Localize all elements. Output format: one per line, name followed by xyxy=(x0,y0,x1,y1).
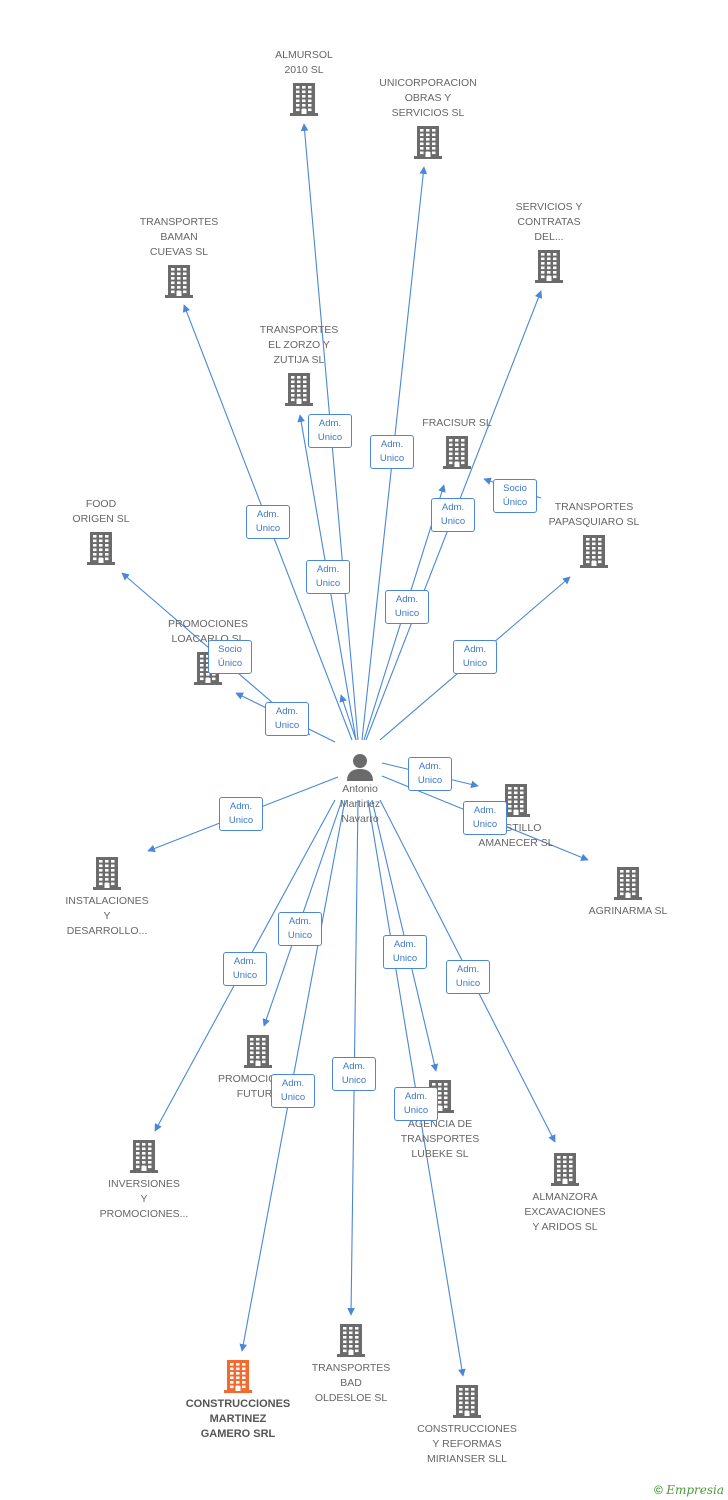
relation-label[interactable]: Socio Único xyxy=(208,640,252,674)
relation-label[interactable]: Adm. Unico xyxy=(385,590,429,624)
building-icon xyxy=(130,1140,158,1173)
company-label: AGENCIA DE TRANSPORTES LUBEKE SL xyxy=(400,1118,480,1160)
company-label: INVERSIONES Y PROMOCIONES... xyxy=(99,1178,189,1220)
brand-name[interactable]: Empresia xyxy=(666,1483,724,1497)
building-icon xyxy=(614,867,642,900)
company-node-unicorporacion[interactable]: UNICORPORACION OBRAS Y SERVICIOS SL xyxy=(368,76,488,159)
company-node-almanzora[interactable]: ALMANZORA EXCAVACIONES Y ARIDOS SL xyxy=(505,1152,625,1235)
relation-label[interactable]: Adm. Unico xyxy=(370,435,414,469)
company-label: CONSTRUCCIONES MARTINEZ GAMERO SRL xyxy=(185,1398,291,1440)
company-node-agrinarma[interactable]: AGRINARMA SL xyxy=(568,866,688,919)
company-label: TRANSPORTES PAPASQUIARO SL xyxy=(548,501,640,528)
company-label: INSTALACIONES Y DESARROLLO... xyxy=(65,895,149,937)
building-icon xyxy=(285,373,313,406)
footer-brand: © Empresia xyxy=(654,1483,724,1497)
building-icon xyxy=(290,83,318,116)
company-node-construcciones-mirianser[interactable]: CONSTRUCCIONES Y REFORMAS MIRIANSER SLL xyxy=(407,1384,527,1467)
center-person[interactable]: Antonio Martinez Navarro xyxy=(330,752,390,827)
company-node-transportes-zorzo[interactable]: TRANSPORTES EL ZORZO Y ZUTIJA SL xyxy=(239,323,359,406)
company-node-instalaciones[interactable]: INSTALACIONES Y DESARROLLO... xyxy=(47,856,167,939)
company-node-fracisur[interactable]: FRACISUR SL xyxy=(397,416,517,469)
building-icon xyxy=(244,1035,272,1068)
building-icon xyxy=(224,1360,252,1393)
building-icon xyxy=(453,1385,481,1418)
building-icon xyxy=(551,1153,579,1186)
relation-label[interactable]: Adm. Unico xyxy=(394,1087,438,1121)
building-icon xyxy=(337,1324,365,1357)
company-label: ALMANZORA EXCAVACIONES Y ARIDOS SL xyxy=(524,1191,606,1233)
building-icon xyxy=(580,535,608,568)
company-label: CONSTRUCCIONES Y REFORMAS MIRIANSER SLL xyxy=(417,1423,517,1465)
relation-label[interactable]: Adm. Unico xyxy=(408,757,452,791)
company-label: ALMURSOL 2010 SL xyxy=(275,49,333,76)
company-label: AGRINARMA SL xyxy=(588,905,668,917)
building-icon xyxy=(414,126,442,159)
relation-label[interactable]: Adm. Unico xyxy=(278,912,322,946)
building-icon xyxy=(502,784,530,817)
relation-label[interactable]: Adm. Unico xyxy=(219,797,263,831)
company-label: TRANSPORTES BAD OLDESLOE SL xyxy=(311,1362,391,1404)
edge-line xyxy=(339,694,357,741)
company-label: TRANSPORTES BAMAN CUEVAS SL xyxy=(139,216,219,258)
company-node-food-origen[interactable]: FOOD ORIGEN SL xyxy=(41,497,161,565)
relation-label[interactable]: Adm. Unico xyxy=(308,414,352,448)
company-label: FRACISUR SL xyxy=(422,417,492,429)
person-icon xyxy=(347,754,373,781)
building-icon xyxy=(443,436,471,469)
relation-label[interactable]: Adm. Unico xyxy=(332,1057,376,1091)
company-node-transportes-bad[interactable]: TRANSPORTES BAD OLDESLOE SL xyxy=(291,1323,411,1406)
company-node-promociones-futura[interactable]: PROMOCIONES FUTURA xyxy=(198,1034,318,1102)
company-label: SERVICIOS Y CONTRATAS DEL... xyxy=(515,201,583,243)
company-label: UNICORPORACION OBRAS Y SERVICIOS SL xyxy=(379,77,477,119)
company-label: FOOD ORIGEN SL xyxy=(72,498,130,525)
relation-label[interactable]: Adm. Unico xyxy=(271,1074,315,1108)
relation-label[interactable]: Socio Único xyxy=(493,479,537,513)
company-node-construcciones-gamero[interactable]: CONSTRUCCIONES MARTINEZ GAMERO SRL xyxy=(178,1359,298,1442)
company-node-transportes-baman[interactable]: TRANSPORTES BAMAN CUEVAS SL xyxy=(119,215,239,298)
company-node-inversiones[interactable]: INVERSIONES Y PROMOCIONES... xyxy=(84,1139,204,1222)
building-icon xyxy=(87,532,115,565)
relation-label[interactable]: Adm. Unico xyxy=(453,640,497,674)
copyright-mark: © xyxy=(654,1483,663,1497)
company-node-almursol[interactable]: ALMURSOL 2010 SL xyxy=(244,48,364,116)
relation-label[interactable]: Adm. Unico xyxy=(431,498,475,532)
relation-label[interactable]: Adm. Unico xyxy=(265,702,309,736)
building-icon xyxy=(165,265,193,298)
relation-label[interactable]: Adm. Unico xyxy=(246,505,290,539)
relation-label[interactable]: Adm. Unico xyxy=(446,960,490,994)
company-node-servicios-contratas[interactable]: SERVICIOS Y CONTRATAS DEL... xyxy=(489,200,609,283)
relation-label[interactable]: Adm. Unico xyxy=(306,560,350,594)
relation-label[interactable]: Adm. Unico xyxy=(383,935,427,969)
building-icon xyxy=(93,857,121,890)
relation-label[interactable]: Adm. Unico xyxy=(463,801,507,835)
company-label: TRANSPORTES EL ZORZO Y ZUTIJA SL xyxy=(259,324,339,366)
company-node-transportes-papasquiaro[interactable]: TRANSPORTES PAPASQUIARO SL xyxy=(534,500,654,568)
building-icon xyxy=(535,250,563,283)
relation-label[interactable]: Adm. Unico xyxy=(223,952,267,986)
person-name: Antonio Martinez Navarro xyxy=(339,783,381,825)
